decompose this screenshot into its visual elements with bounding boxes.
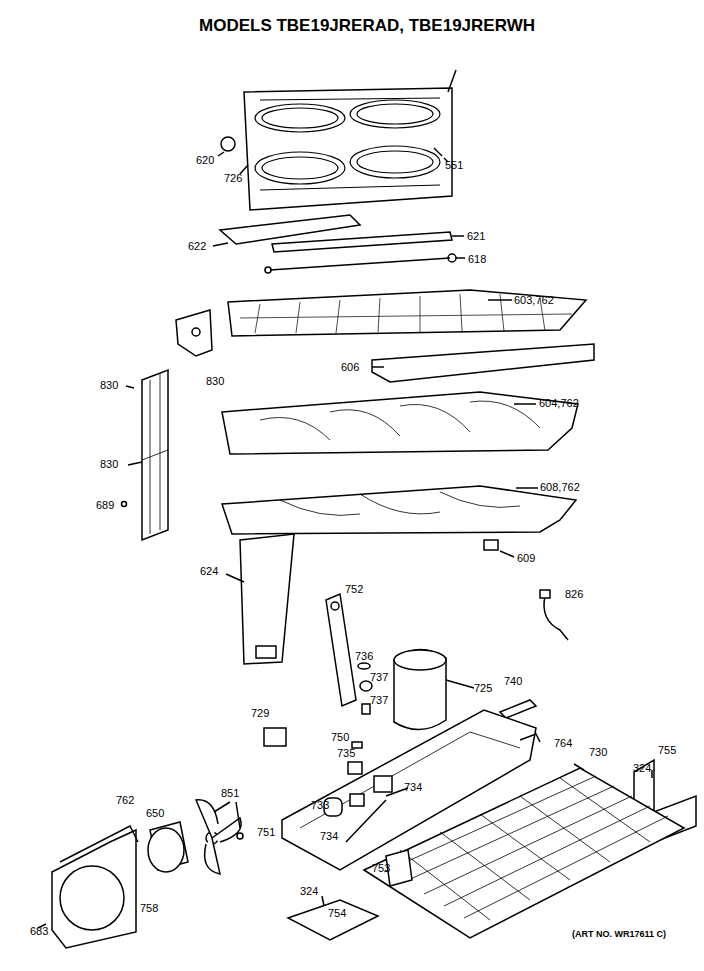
callout-number: 751 [257,826,275,838]
callout-number: 737 [370,671,388,683]
callout-number: 735 [337,747,355,759]
callout-number: 618 [468,253,486,265]
callout-number: 826 [565,588,583,600]
callout-number: 609 [517,552,535,564]
callout-number: 689 [96,499,114,511]
callout-number: 764 [554,737,572,749]
art-number: (ART NO. WR17611 C) [572,929,666,939]
callout-number: 620 [196,154,214,166]
callout-number: 830 [100,379,118,391]
callout-number: 734 [404,781,422,793]
diagram-title: MODELS TBE19JRERAD, TBE19JRERWH [199,16,535,36]
callout-number: 752 [345,583,363,595]
callout-number: 726 [224,172,242,184]
callout-number: 733 [311,799,329,811]
callout-number: 551 [445,159,463,171]
callout-number: 606 [341,361,359,373]
callout-number: 324 [300,885,318,897]
callout-number: 754 [328,907,346,919]
callout-number: 650 [146,807,164,819]
callout-number: 762 [116,794,134,806]
callout-number: 604,762 [539,397,579,409]
callout-number: 683 [30,925,48,937]
callout-number: 750 [331,731,349,743]
callout-number: 608,762 [540,481,580,493]
callout-number: 324 [633,762,651,774]
callout-number: 622 [188,240,206,252]
callout-number: 621 [467,230,485,242]
callout-number: 624 [200,565,218,577]
callout-number: 753 [372,862,390,874]
callout-number: 730 [589,746,607,758]
callout-number: 734 [320,830,338,842]
callout-number: 758 [140,902,158,914]
callout-number: 851 [221,787,239,799]
callout-number: 737 [370,694,388,706]
callout-number: 725 [474,682,492,694]
callout-number: 755 [658,744,676,756]
callout-number: 736 [355,650,373,662]
callout-number: 729 [251,707,269,719]
callout-number: 830 [100,458,118,470]
callout-number: 830 [206,375,224,387]
callout-number: 740 [504,675,522,687]
callout-number: 603,762 [514,294,554,306]
